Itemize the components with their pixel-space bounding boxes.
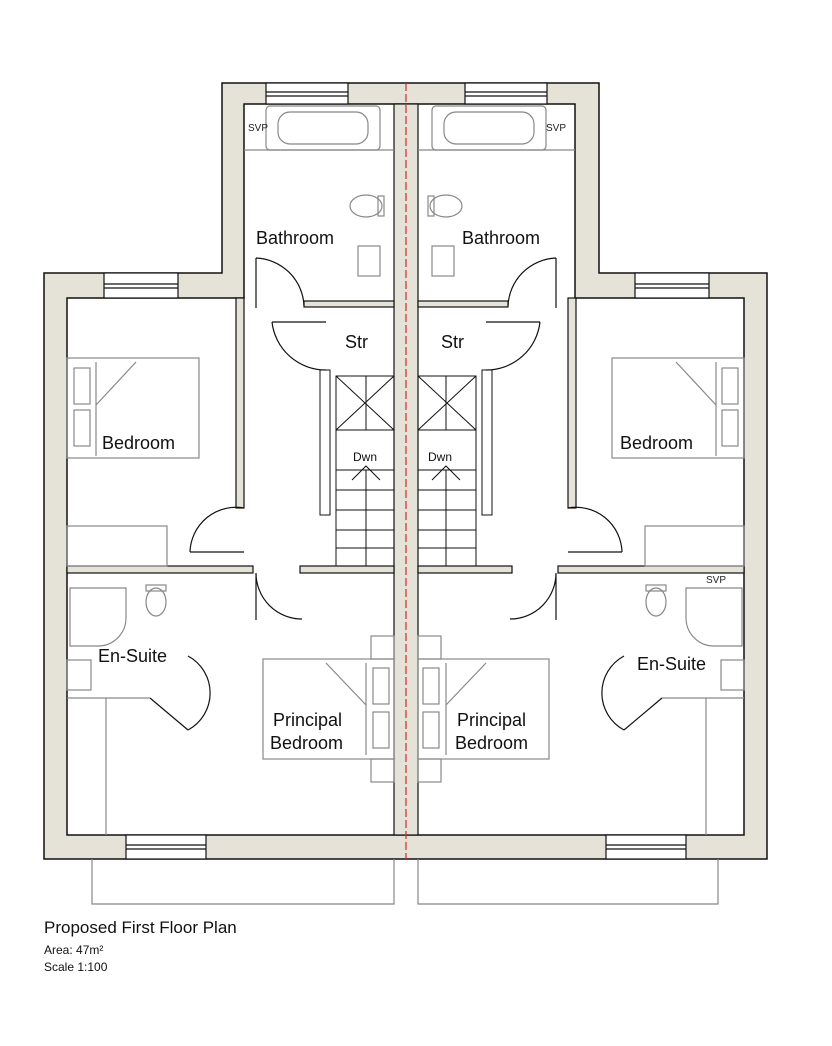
- stairs: [319, 369, 493, 567]
- plan-title: Proposed First Floor Plan: [44, 918, 237, 937]
- stair-right-label: Dwn: [428, 450, 452, 464]
- fixtures: [66, 105, 745, 905]
- svp-top-right-label: SVP: [546, 123, 566, 134]
- principal-left-label-2: Bedroom: [270, 733, 343, 753]
- doors: [149, 257, 663, 731]
- stair-left-label: Dwn: [353, 450, 377, 464]
- store-left-label: Str: [345, 332, 368, 352]
- bedroom-left-label: Bedroom: [102, 433, 175, 453]
- svp-mid-right-label: SVP: [706, 575, 726, 586]
- store-right-label: Str: [441, 332, 464, 352]
- bedroom-right-label: Bedroom: [620, 433, 693, 453]
- principal-left-label-1: Principal: [273, 710, 342, 730]
- principal-right-label-1: Principal: [457, 710, 526, 730]
- windows: [103, 82, 710, 860]
- ensuite-left-label: En-Suite: [98, 646, 167, 666]
- ensuite-right-label: En-Suite: [637, 654, 706, 674]
- svp-top-left-label: SVP: [248, 123, 268, 134]
- bathroom-left-label: Bathroom: [256, 228, 334, 248]
- principal-right-label-2: Bedroom: [455, 733, 528, 753]
- bathroom-right-label: Bathroom: [462, 228, 540, 248]
- plan-area: Area: 47m²: [44, 943, 104, 957]
- plan-scale: Scale 1:100: [44, 960, 108, 974]
- plan-caption: Proposed First Floor Plan Area: 47m² Sca…: [44, 918, 237, 976]
